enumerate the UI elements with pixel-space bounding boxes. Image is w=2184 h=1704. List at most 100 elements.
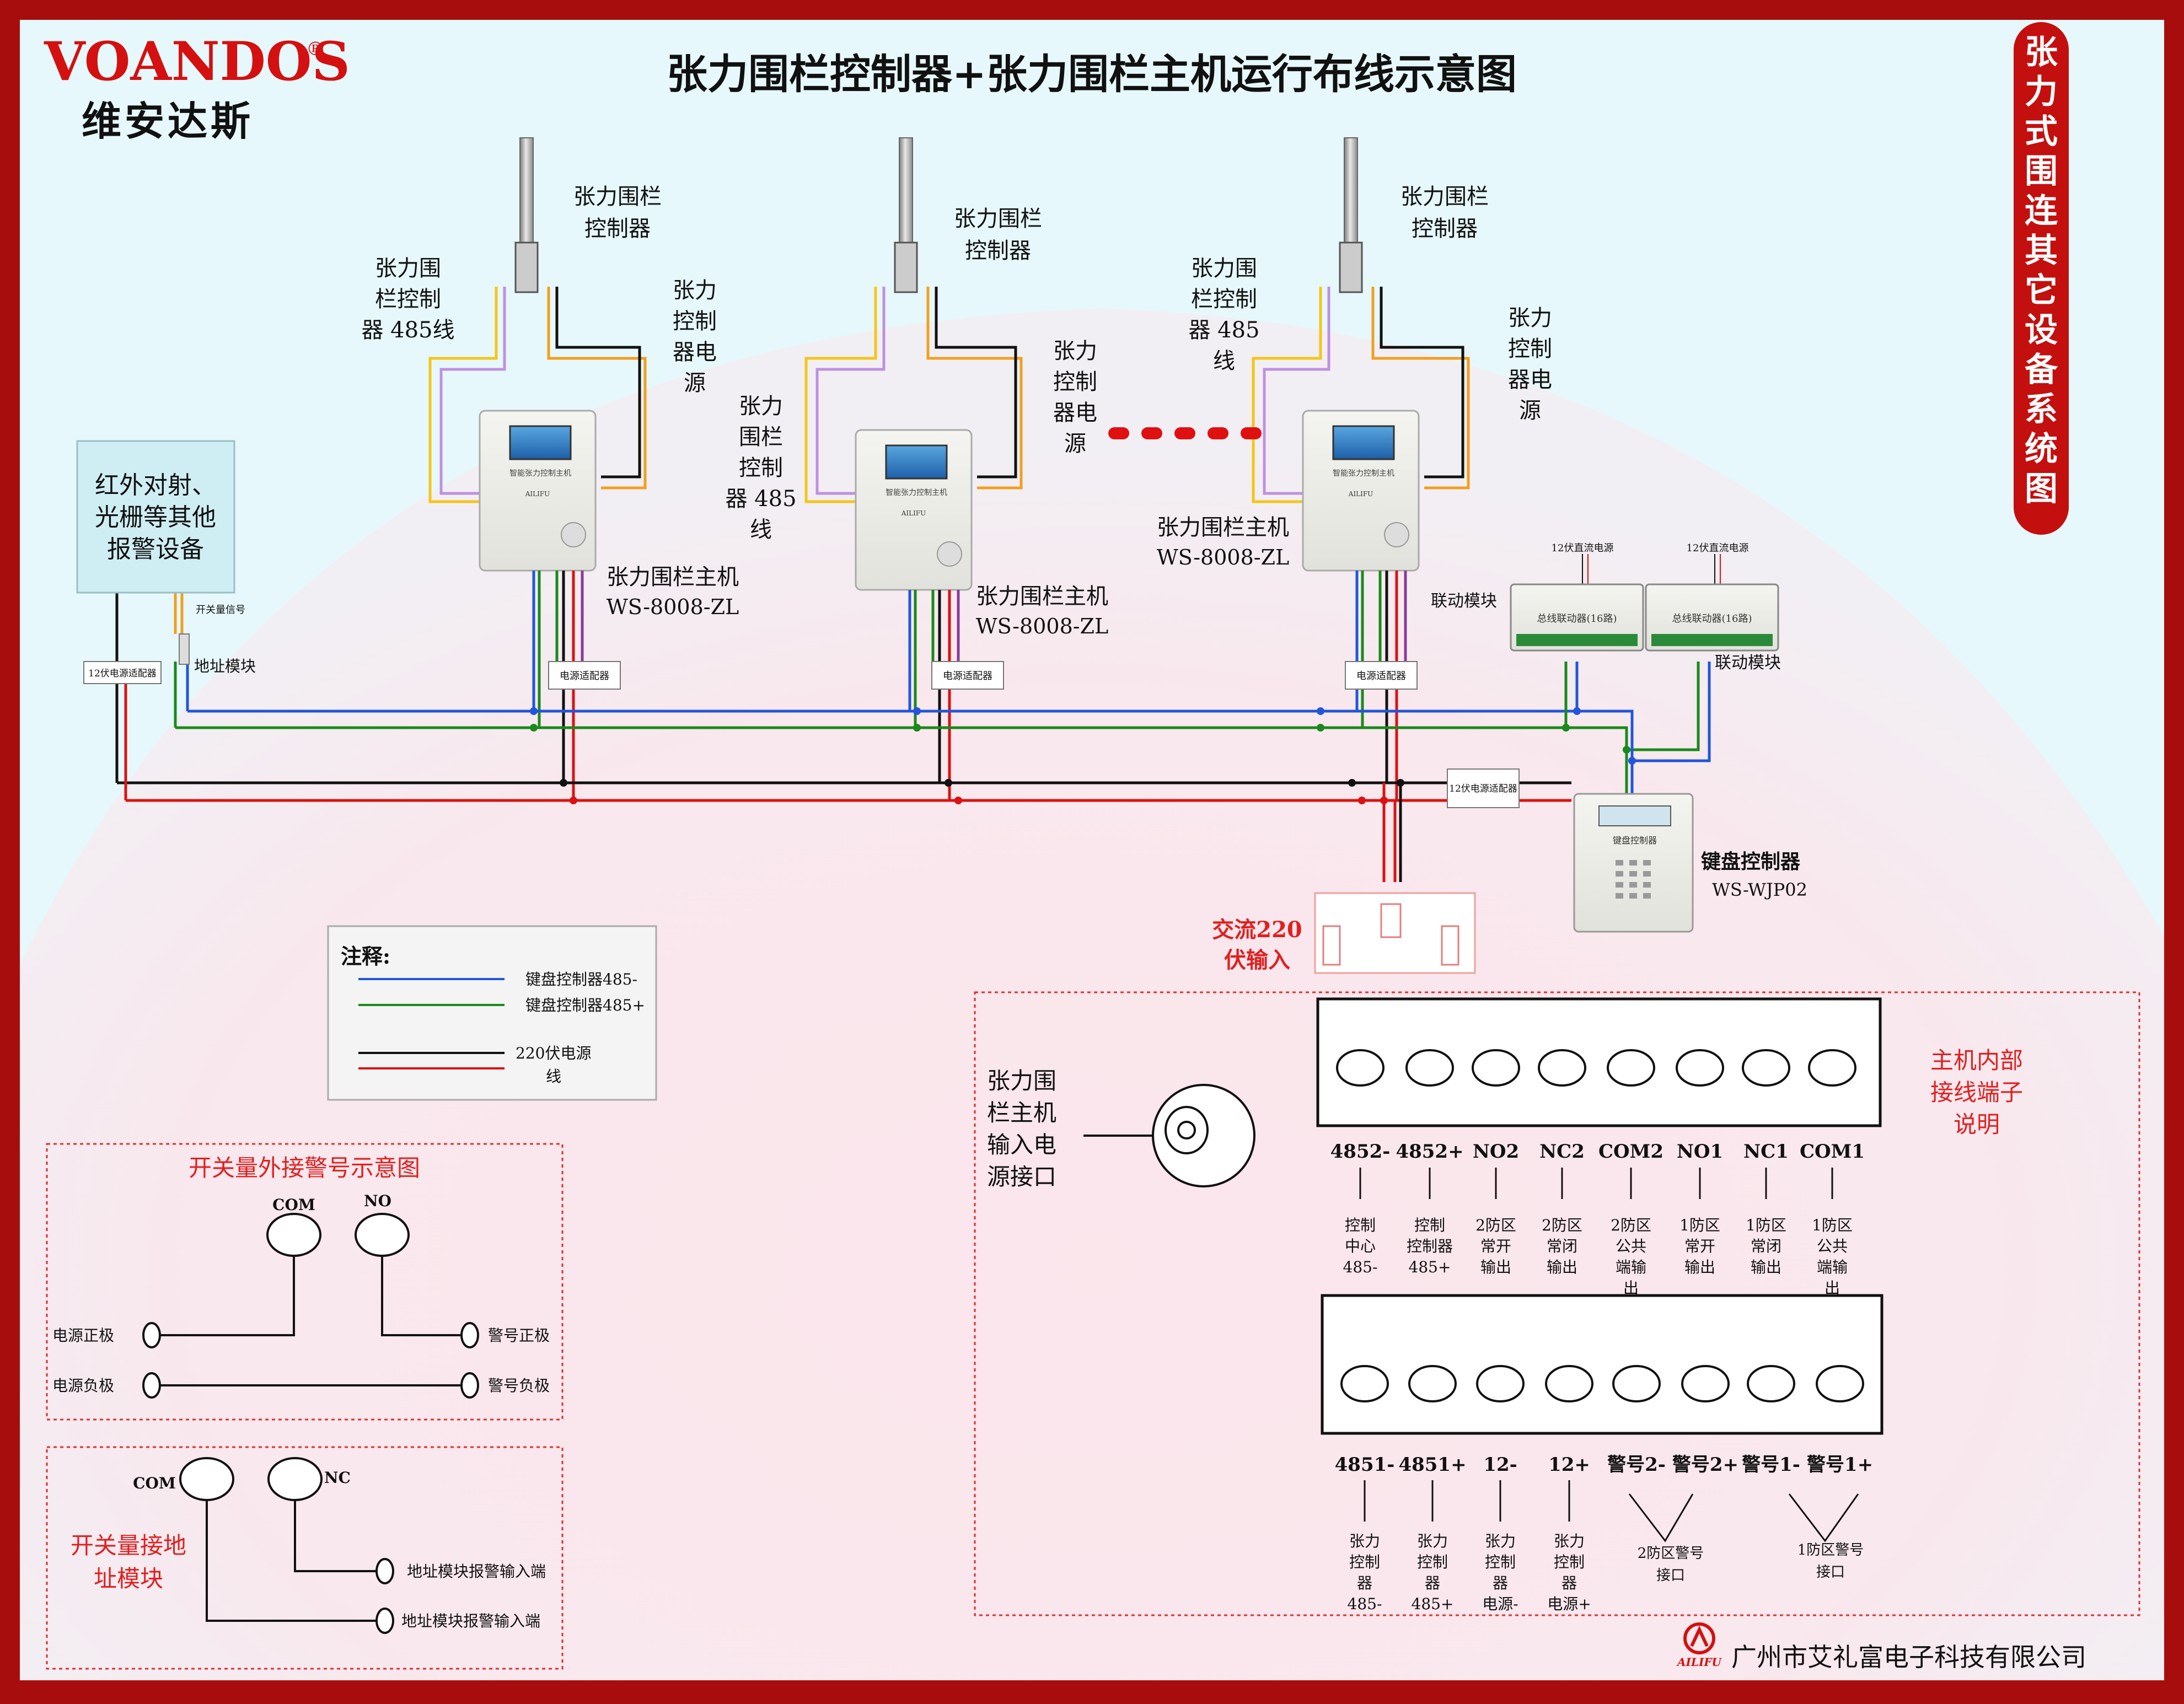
linkage-psu-label-2: 12伏直流电源: [1687, 542, 1749, 554]
power-adapter: [548, 661, 621, 690]
terminal-desc-line: 485+: [1409, 1258, 1451, 1276]
line485-label-line: 张力围: [1191, 256, 1257, 281]
keyboard-adapter-label: 12伏电源适配器: [1449, 783, 1517, 794]
terminal-name: 警号2+: [1672, 1454, 1738, 1476]
switch-signal-label: 开关量信号: [196, 604, 245, 616]
company-logo-icon: [1683, 1622, 1715, 1654]
terminal-desc-line: 器: [1493, 1574, 1508, 1592]
terminal-desc-line: 输出: [1684, 1258, 1715, 1276]
terminal-desc-line: 张力: [1554, 1532, 1585, 1550]
terminal-desc-line: 公共: [1616, 1237, 1646, 1255]
terminal-screw: [1816, 1365, 1864, 1402]
terminal-desc-line: 485-: [1343, 1258, 1378, 1276]
terminal-screw: [1545, 1365, 1593, 1402]
terminal-desc-line: 输出: [1751, 1258, 1781, 1276]
terminal-name: NO1: [1677, 1141, 1723, 1163]
side-banner-char: 统: [2025, 430, 2058, 469]
terminal-name: 12+: [1548, 1454, 1590, 1476]
ac-input-line2: 伏输入: [1224, 947, 1290, 973]
terminal-desc-line: 控制: [1554, 1553, 1585, 1571]
line485-label-line: 张力: [739, 394, 783, 419]
linkage-module-1: [1510, 554, 1644, 652]
ac-socket: [1314, 892, 1476, 974]
terminal-desc-line: 器: [1425, 1574, 1440, 1592]
terminal-name: 4852-: [1330, 1141, 1391, 1163]
terminal-screw: [1405, 1049, 1454, 1087]
host-bus-wires: [532, 571, 584, 800]
controller-label-line: 张力围栏: [1400, 184, 1489, 209]
terminal-name: NC1: [1743, 1141, 1789, 1163]
terminal-desc-line: 2防区: [1475, 1216, 1516, 1234]
linkage-box-title-2: 总线联动器(16路): [1672, 613, 1752, 625]
keyboard-name: 键盘控制器: [1701, 850, 1801, 873]
terminal-desc-line: 2防区: [1542, 1216, 1582, 1234]
terminal-desc-line: 公共: [1817, 1237, 1848, 1255]
registered-mark: ®: [306, 38, 325, 60]
terminal-desc-line: 485-: [1348, 1595, 1382, 1613]
power-label-line: 控制: [1053, 369, 1097, 395]
controller-label-line: 控制器: [1412, 216, 1478, 241]
power-label-line: 控制: [673, 309, 717, 334]
terminal-note-text-line: 主机内部: [1930, 1047, 2023, 1074]
terminal-screw: [1472, 1049, 1520, 1087]
infrared-text-line: 红外对射、: [95, 471, 216, 499]
terminal-screw: [1476, 1365, 1525, 1402]
power-label-line: 源: [1519, 398, 1541, 423]
line485-label-line: 器 485线: [361, 318, 454, 343]
power-label-line: 张力: [673, 278, 717, 303]
power-label-line: 器电: [1053, 400, 1097, 426]
switch-diagram-title: 开关量外接警号示意图: [189, 1154, 420, 1181]
terminal-desc-line: 输出: [1547, 1258, 1577, 1276]
terminal-desc-line: 电源+: [1547, 1595, 1591, 1613]
power-jack-text-line: 栏主机: [987, 1099, 1056, 1126]
linkage-psu-label-1: 12伏直流电源: [1552, 542, 1614, 554]
zone1-alarm-line2: 接口: [1816, 1564, 1845, 1581]
terminal-desc-line: 1防区: [1746, 1216, 1786, 1234]
host-brand: AILIFU: [525, 490, 550, 498]
host-label-line: 张力围栏主机: [976, 584, 1108, 609]
alarm-neg-label: 警号负极: [488, 1377, 550, 1395]
power-label-line: 张力: [1508, 305, 1552, 331]
line485-label-line: 栏控制: [375, 287, 441, 312]
terminal-name: 4851-: [1335, 1454, 1395, 1476]
terminal-desc-line: 常开: [1480, 1237, 1511, 1255]
line485-label-line: 线: [1213, 348, 1235, 374]
switch-diagram-box: [46, 1143, 564, 1421]
terminal-desc-line: 2防区: [1611, 1216, 1651, 1234]
side-banner-char: 力: [2025, 73, 2058, 111]
linkage-module-2: [1645, 554, 1779, 652]
terminal-name: 4851+: [1398, 1454, 1466, 1476]
terminal-desc-line: 中心: [1345, 1237, 1376, 1255]
terminal-desc-line: 控制: [1345, 1216, 1376, 1234]
terminal-desc-line: 张力: [1417, 1532, 1448, 1550]
terminal-screw: [1747, 1365, 1795, 1402]
address-nc-label: NC: [324, 1469, 351, 1487]
legend-label-3: 220伏电源: [516, 1044, 591, 1062]
address-module-icon: [179, 633, 190, 665]
terminal-screw: [1676, 1049, 1724, 1087]
side-banner: [2014, 22, 2069, 535]
address-diagram-wiring: [179, 1457, 394, 1634]
address-com-label: COM: [133, 1474, 176, 1492]
terminal-screw: [1336, 1049, 1385, 1087]
terminal-desc-line: 输出: [1480, 1258, 1511, 1276]
host-screen-title: 智能张力控制主机: [509, 469, 571, 478]
page-title: 张力围栏控制器+张力围栏主机运行布线示意图: [667, 51, 1517, 98]
terminal-desc-line: 出: [1825, 1279, 1840, 1297]
host-model: WS-8008-ZL: [976, 614, 1109, 638]
keyboard-screen-title: 键盘控制器: [1613, 835, 1657, 846]
terminal-screw: [1340, 1365, 1389, 1402]
line485-label-line: 器 485: [1188, 318, 1259, 343]
legend-label-3b: 线: [546, 1067, 561, 1085]
infrared-adapter: [83, 661, 162, 684]
terminal-desc-line: 常闭: [1751, 1237, 1781, 1255]
address-input-1: 地址模块报警输入端: [407, 1562, 546, 1581]
legend-box: [327, 925, 657, 1101]
host-screen-title: 智能张力控制主机: [1333, 469, 1394, 478]
